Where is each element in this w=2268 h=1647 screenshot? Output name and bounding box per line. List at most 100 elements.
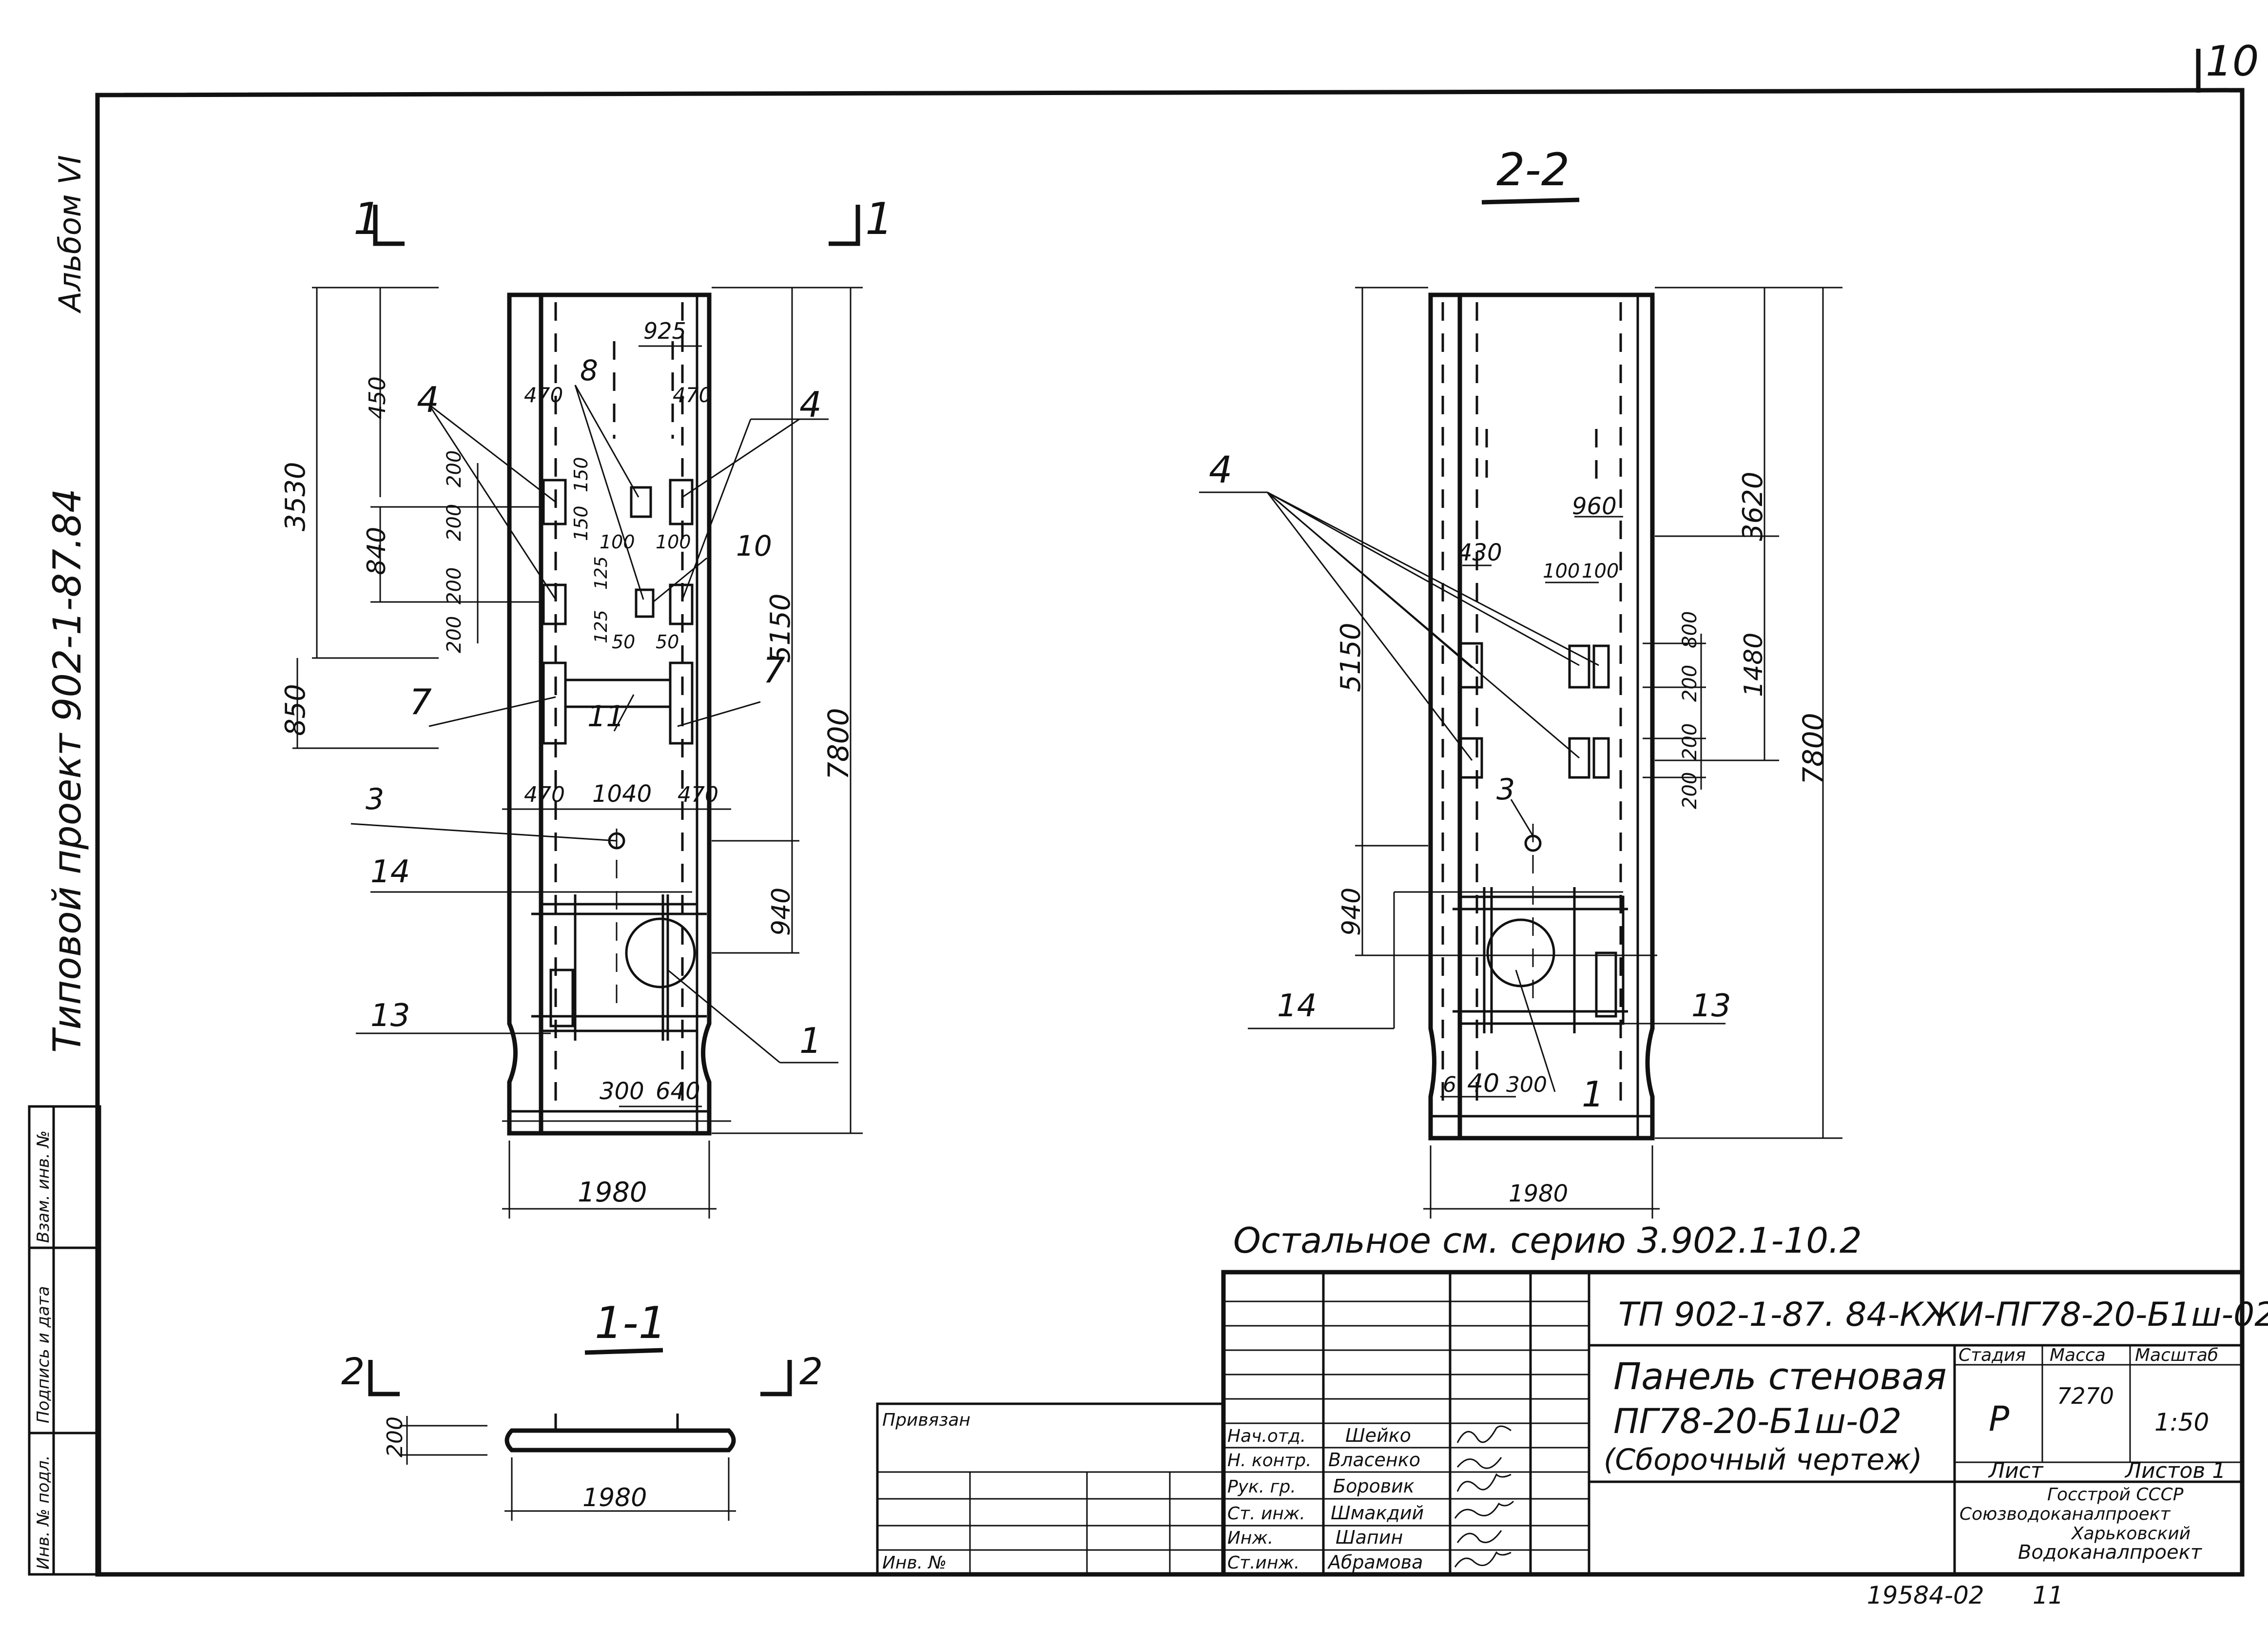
view-2-panel: [1428, 292, 1655, 1141]
title-block-mass-header: Масса: [2050, 1345, 2106, 1365]
side-stamp-col1: Взам. инв. №: [34, 1130, 53, 1243]
view-1-dim-3530: 3530: [280, 462, 311, 531]
title-block-name-2: ПГ78-20-Б1ш-02: [1613, 1401, 1901, 1441]
view-1-dim-940: 940: [767, 888, 796, 936]
sheet-number: 10: [2206, 37, 2259, 86]
title-block-code: ТП 902-1-87. 84-КЖИ-ПГ78-20-Б1ш-02 СБ: [1618, 1296, 2268, 1334]
view-1-callout-11: 11: [587, 699, 624, 734]
view-1-callout-13: 13: [370, 998, 410, 1034]
view-1-dim-150a: 150: [570, 457, 592, 492]
view-2-callout-14: 14: [1277, 988, 1317, 1024]
view-1-dim-7800: 7800: [822, 708, 855, 780]
archive-number: 19584-02: [1867, 1581, 1984, 1609]
staff-role-1: Нач.отд.: [1227, 1426, 1306, 1446]
title-block-org-4: Водоканалпроект: [2018, 1541, 2203, 1564]
title-block-sheet-header: Лист: [1988, 1458, 2044, 1483]
section-1-1-mark-right: 2: [799, 1350, 823, 1393]
view-2-dim-800: 800: [1679, 611, 1701, 648]
view-1-panel: [507, 292, 712, 1136]
view-1-dim-125a: 125: [591, 556, 611, 590]
staff-role-3: Рук. гр.: [1227, 1477, 1296, 1497]
view-1-dim-100a: 100: [600, 531, 635, 553]
view-1-dim-470a: 470: [524, 383, 563, 407]
section-1-1-profile: [368, 1360, 792, 1521]
staff-role-2: Н. контр.: [1227, 1451, 1312, 1471]
staff-name-6: Абрамова: [1327, 1551, 1423, 1573]
view-2-dim-200b: 200: [1679, 723, 1701, 760]
view-1-dim-640: 640: [656, 1078, 700, 1105]
view-2-title: 2-2: [1496, 144, 1570, 196]
side-stamp-col3: Инв. № подл.: [34, 1455, 53, 1569]
signatures: [1454, 1425, 1514, 1568]
view-1-dim-150b: 150: [570, 505, 592, 541]
view-1-callout-4a: 4: [417, 379, 439, 420]
view-1-dim-125b: 125: [591, 610, 611, 643]
view-1-callout-8: 8: [580, 354, 598, 387]
staff-role-6: Ст.инж.: [1227, 1553, 1299, 1573]
staff-name-2: Власенко: [1328, 1449, 1420, 1471]
title-block-org-3: Харьковский: [2071, 1524, 2190, 1544]
view-2-dim-1480: 1480: [1739, 633, 1768, 697]
staff-role-4: Ст. инж.: [1227, 1504, 1305, 1524]
view-2-dim-3620: 3620: [1737, 471, 1769, 541]
view-2-dim-100a: 100: [1543, 560, 1580, 582]
title-block-org-2: Союзводоканалпроект: [1959, 1504, 2171, 1524]
view-2-dim-940: 940: [1337, 888, 1366, 936]
view-1-dim-50b: 50: [656, 631, 679, 653]
view-1-dim-200a: 200: [443, 450, 465, 487]
view-2-dim-40: 40: [1467, 1069, 1499, 1098]
view-2-dim-960: 960: [1572, 493, 1617, 520]
view-1-dim-200b: 200: [443, 504, 465, 541]
view-1-callout-7b: 7: [763, 650, 785, 691]
view-2-dim-6: 6: [1443, 1072, 1456, 1097]
view-2-title-underline: [1481, 197, 1580, 205]
view-2-callout-13: 13: [1691, 988, 1731, 1024]
view-1-callout-4b: 4: [799, 384, 822, 425]
staff-name-4: Шмакдий: [1331, 1502, 1424, 1524]
staff-name-5: Шапин: [1336, 1527, 1403, 1548]
view-2-callout-3: 3: [1496, 773, 1515, 807]
view-2-leaders: [1199, 491, 1725, 1092]
view-2-dim-300: 300: [1506, 1072, 1547, 1097]
view-1-dim-200d: 200: [443, 616, 465, 653]
view-1-dim-470b: 470: [673, 383, 712, 407]
view-1-dim-200c: 200: [443, 567, 465, 604]
side-stamp: [28, 1105, 101, 1576]
section-1-1-dim-200: 200: [383, 1416, 407, 1457]
title-block-stage: Р: [1989, 1399, 2010, 1439]
section-1-1-dim-1980: 1980: [582, 1483, 647, 1512]
title-block-scale: 1:50: [2154, 1408, 2209, 1436]
view-1-callout-1: 1: [799, 1020, 822, 1061]
section-1-1-underline: [584, 1348, 663, 1355]
view-2-dim-1980: 1980: [1509, 1180, 1568, 1207]
section-1-1-title: 1-1: [595, 1298, 666, 1349]
section-1-1-mark-left: 2: [341, 1350, 365, 1393]
view-1-callout-10: 10: [736, 529, 772, 562]
title-block-name-3: (Сборочный чертеж): [1604, 1443, 1922, 1477]
staff-name-3: Боровик: [1333, 1475, 1415, 1497]
view-2-dim-200c: 200: [1679, 772, 1701, 809]
view-2-callout-4: 4: [1209, 448, 1232, 491]
view-2-callout-1: 1: [1582, 1074, 1604, 1115]
view-1-dim-925: 925: [643, 318, 686, 344]
note-text: Остальное см. серию 3.902.1-10.2: [1233, 1220, 1862, 1261]
view-2-dim-430: 430: [1457, 539, 1502, 566]
page-number: 11: [2033, 1581, 2064, 1609]
view-2-dim-5150: 5150: [1335, 622, 1367, 692]
view-2-dimensions: [1355, 287, 1842, 1219]
view-1-dim-470c: 470: [524, 782, 565, 807]
title-block-privyazan: Привязан: [882, 1410, 970, 1430]
title-block-inv-no: Инв. №: [882, 1553, 947, 1573]
title-block-mass: 7270: [2057, 1383, 2114, 1409]
view-2-dim-100b: 100: [1582, 560, 1619, 582]
view-1-dim-300: 300: [600, 1078, 644, 1105]
title-block-scale-header: Масштаб: [2135, 1345, 2218, 1365]
view-1-callout-7a: 7: [409, 681, 432, 722]
view-1-dim-850: 850: [280, 684, 311, 736]
view-1-dimensions: [292, 287, 863, 1219]
title-block-org-1: Госстрой СССР: [2047, 1485, 2184, 1505]
view-1-cut-marks: [373, 205, 860, 246]
view-1-dim-1040: 1040: [592, 780, 652, 808]
view-1-callout-14: 14: [370, 854, 410, 890]
